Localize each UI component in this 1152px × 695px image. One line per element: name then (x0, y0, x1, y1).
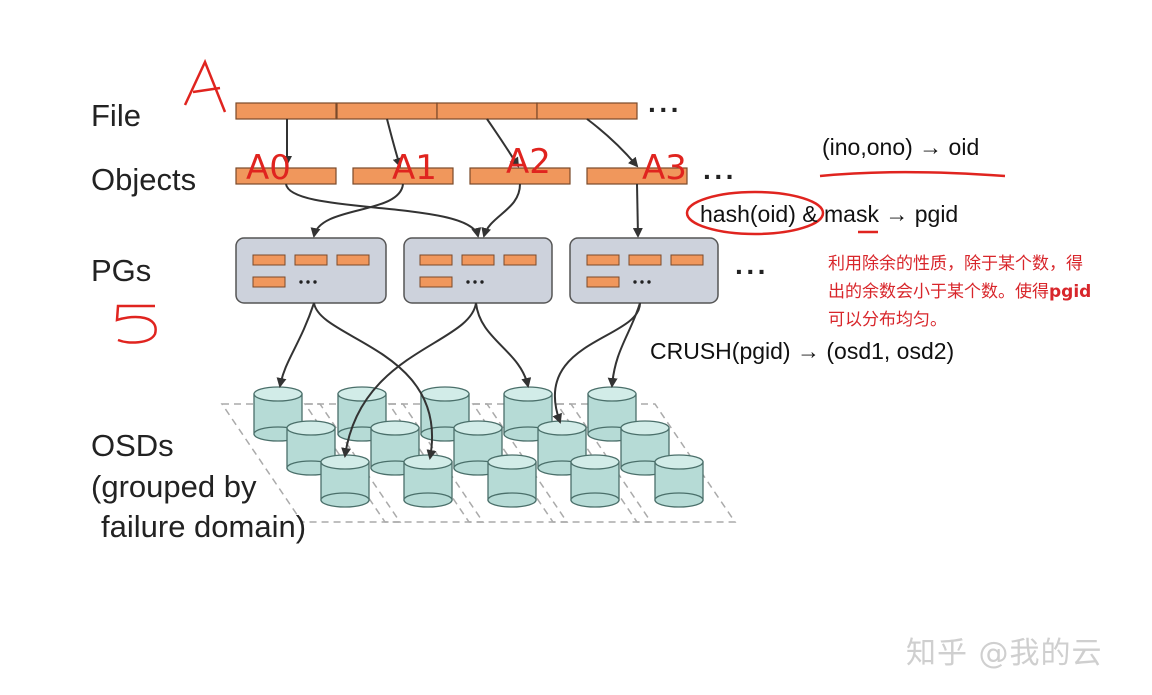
pgs-ellipsis: ··· (735, 256, 769, 287)
object-mark-a0: A0 (246, 148, 291, 188)
object-to-pg-arrows (285, 183, 643, 238)
note-pgid: pgid (1049, 282, 1092, 302)
objects-label: Objects (91, 162, 197, 197)
zhihu-watermark: 知乎 @我的云 (906, 636, 1103, 671)
file-label: File (91, 98, 141, 133)
object-mark-a3: A3 (642, 148, 687, 188)
osds-label: OSDs (91, 428, 174, 463)
oid-formula: (ino,ono) → oid (822, 134, 980, 160)
osds-failure-domain-label: failure domain) (101, 509, 307, 544)
note-line-2: 出的余数会小于某个数。使得pgid (828, 278, 1138, 306)
pgid-formula: hash(oid) & mask → pgid (700, 201, 959, 227)
objects-row (235, 167, 688, 185)
objects-ellipsis: ··· (703, 161, 737, 192)
note-line-1: 利用除余的性质，除于某个数，得 (828, 254, 1083, 274)
osd-cylinders (253, 386, 704, 508)
explanation-note: 利用除余的性质，除于某个数，得 出的余数会小于某个数。使得pgid 可以分布均匀… (828, 250, 1138, 334)
pg-boxes (235, 237, 719, 304)
note-line-3: 可以分布均匀。 (828, 310, 947, 330)
file-mark-a: A (176, 48, 177, 49)
object-mark-a2: A2 (506, 142, 551, 182)
crush-formula: CRUSH(pgid) → (osd1, osd2) (650, 338, 955, 364)
pg-to-osd-arrows (276, 302, 641, 460)
pgs-label: PGs (91, 253, 152, 288)
osds-grouped-label: (grouped by (91, 469, 257, 504)
object-mark-a1: A1 (392, 148, 437, 188)
file-bar (235, 102, 638, 120)
file-to-object-arrows (282, 118, 639, 168)
note-line-2-text: 出的余数会小于某个数。使得 (828, 282, 1049, 302)
file-ellipsis: ··· (648, 94, 682, 125)
handwritten-marks (115, 58, 1006, 344)
pgs-mark-5: 5 (118, 300, 119, 301)
